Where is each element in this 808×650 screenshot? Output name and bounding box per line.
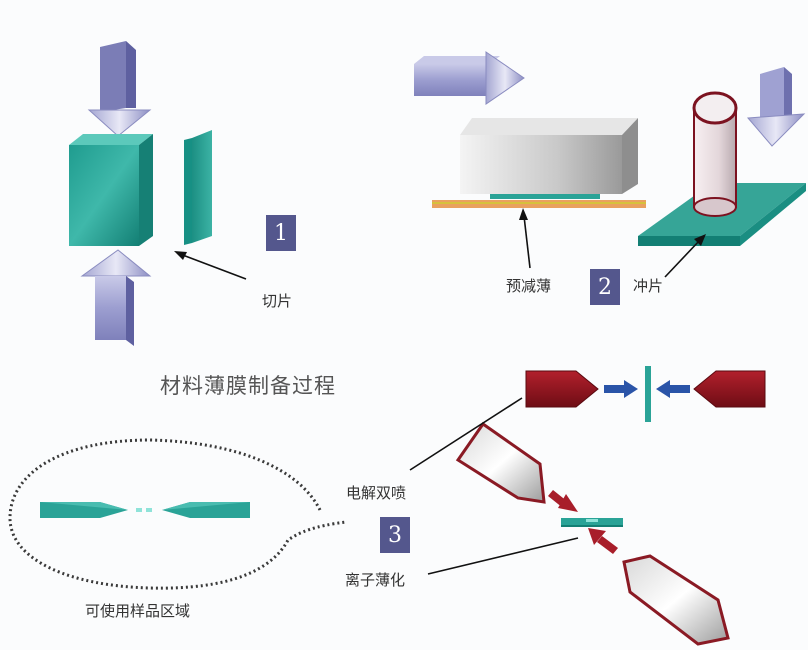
punch-pointer-line bbox=[664, 239, 701, 278]
ion-beam-arrow-icon-upper bbox=[548, 490, 578, 512]
step-badge-1: 1 bbox=[266, 215, 296, 251]
label-prethin: 预减薄 bbox=[506, 277, 552, 295]
ion-gun-upper bbox=[455, 421, 546, 504]
step2-group bbox=[414, 51, 806, 278]
label-usable-region: 可使用样品区域 bbox=[85, 602, 191, 620]
thinned-sample bbox=[40, 502, 250, 518]
usable-region-bubble bbox=[8, 438, 347, 590]
punch-arrow-down-icon bbox=[746, 67, 806, 147]
label-ion-thinning: 离子薄化 bbox=[345, 571, 406, 589]
arrow-right-icon bbox=[414, 51, 525, 105]
sample-disc-vertical bbox=[645, 366, 651, 422]
cut-pointer-line bbox=[179, 253, 247, 280]
sample-disc-horizontal bbox=[561, 518, 623, 527]
prethin-pointer-arrowhead bbox=[519, 208, 528, 220]
jet-arrow-right-icon bbox=[604, 380, 638, 398]
label-electropolish: 电解双喷 bbox=[346, 484, 407, 502]
jet-arrow-left-icon bbox=[656, 380, 690, 398]
ion-beam-arrow-icon-lower bbox=[588, 528, 618, 554]
diagram-title: 材料薄膜制备过程 bbox=[160, 374, 336, 398]
pre-thinning-block bbox=[460, 118, 638, 194]
punch-pointer-arrowhead bbox=[694, 234, 706, 246]
step3-group bbox=[409, 366, 766, 646]
ion-gun-lower bbox=[622, 554, 730, 646]
cut-slab bbox=[184, 130, 212, 245]
label-cut: 切片 bbox=[262, 292, 293, 310]
cut-pointer-arrowhead bbox=[174, 251, 187, 260]
ion-pointer-line bbox=[427, 537, 579, 575]
electropolish-pointer-line bbox=[409, 397, 523, 471]
label-punch: 冲片 bbox=[633, 277, 664, 295]
step-badge-2: 2 bbox=[590, 269, 620, 305]
left-electrode bbox=[525, 370, 599, 408]
step1-group bbox=[69, 41, 247, 346]
material-block bbox=[69, 134, 153, 246]
arrow-up-icon bbox=[80, 249, 152, 346]
step-badge-3: 3 bbox=[380, 517, 410, 553]
arrow-down-icon bbox=[87, 41, 152, 137]
right-electrode bbox=[693, 370, 766, 408]
prethin-pointer-line bbox=[523, 215, 531, 269]
thinned-sheet bbox=[490, 194, 600, 199]
punch-cylinder bbox=[692, 91, 738, 217]
